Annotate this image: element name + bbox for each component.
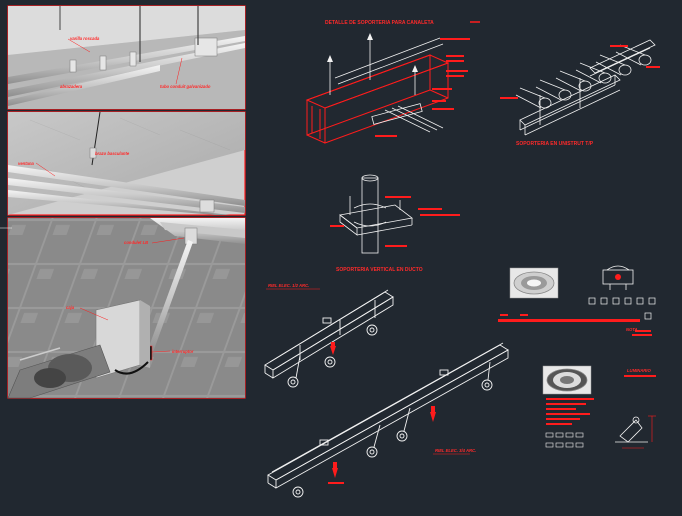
vertical-duct-title: SOPORTERIA VERTICAL EN DUCTO — [336, 267, 423, 273]
red-channel-tray — [305, 54, 450, 144]
middle-pipes — [8, 165, 245, 215]
unistrut-support-detail — [515, 39, 656, 136]
upper-track-rail — [264, 289, 394, 388]
label-condulet: condulet LB — [124, 240, 148, 245]
label-interruptor: interruptor — [172, 349, 194, 354]
conduit-pipes — [8, 36, 245, 106]
ring-fixture-label: LUMINARIO — [627, 368, 651, 373]
fixture-note: NOTA — [626, 327, 638, 332]
recessed-fixture-detail — [542, 365, 592, 395]
render-panel-top: varilla roscada abrazadera tubo conduit … — [7, 5, 246, 110]
lower-track-rail — [267, 342, 509, 498]
pipe-clamps — [69, 37, 218, 73]
unistrut-callouts — [500, 45, 660, 99]
fixture-spec-lines — [498, 314, 652, 336]
unistrut-title: SOPORTERIA EN UNISTRUT T/P — [516, 141, 594, 147]
spot-fixture-icon — [602, 265, 634, 290]
vertical-conduit — [147, 240, 193, 355]
tray-callouts — [375, 38, 470, 137]
tray-rods — [329, 37, 444, 133]
adjustable-fixture-icon — [615, 416, 648, 443]
label-brazo: brazo basculante — [95, 151, 130, 156]
adjustable-dimension — [622, 415, 656, 449]
recessed-symbol-rows — [545, 432, 584, 448]
label-caja: caja — [66, 305, 75, 310]
motor-unit — [7, 344, 149, 399]
ring-fixture-detail — [509, 267, 559, 299]
vertical-duct-detail — [339, 174, 413, 254]
label-varilla: varilla roscada — [70, 36, 100, 41]
render-panel-bottom: condulet LB caja interruptor — [7, 217, 246, 399]
label-abrazadera: abrazadera — [60, 84, 83, 89]
fixture-symbol-row — [588, 297, 656, 305]
render-panel-middle: brazo basculante ventana — [7, 111, 246, 216]
vertical-duct-callouts — [330, 196, 460, 247]
upper-rail-label: RIEL ELEC. 1/2 ARC. — [268, 283, 309, 288]
unistrut-pipes — [515, 44, 652, 109]
recessed-spec-lines — [546, 375, 656, 425]
tray-detail-title: DETALLE DE SOPORTERIA PARA CANALETA — [325, 20, 434, 26]
lower-rail-label: RIEL ELEC. 3/4 ARC. — [435, 448, 476, 453]
label-ventana: ventana — [18, 161, 34, 166]
tray-support-detail: DETALLE DE SOPORTERIA PARA CANALETA — [305, 20, 480, 144]
label-tubo: tubo conduit galvanizado — [160, 84, 211, 89]
unistrut-channel-1 — [519, 74, 621, 136]
